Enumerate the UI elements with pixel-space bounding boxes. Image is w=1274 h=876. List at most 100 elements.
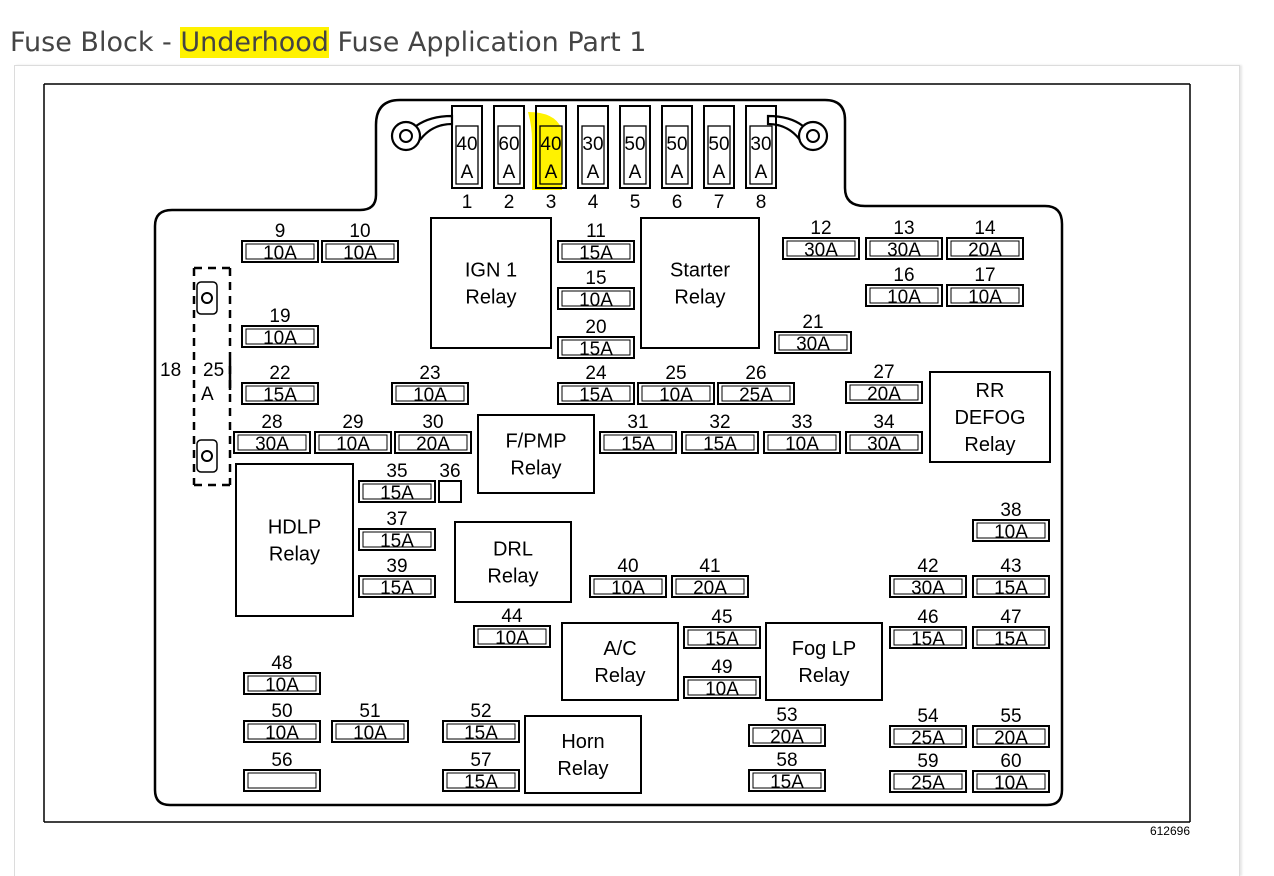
fuse-amp: 15A <box>770 772 804 793</box>
fuse-number: 44 <box>501 606 523 627</box>
fuse-inner <box>245 243 315 260</box>
fuse-outline <box>241 325 319 348</box>
fuse-outline <box>599 431 677 454</box>
fuse-amp: 40 <box>456 134 477 155</box>
relay-label: Relay <box>487 566 538 588</box>
fuse-outline <box>358 480 436 503</box>
fuse-outline <box>745 105 777 189</box>
fuse-amp: 20A <box>416 434 450 455</box>
fuse-inner <box>950 240 1020 257</box>
fuse-number: 53 <box>776 705 797 726</box>
fuse-amp: 30 <box>750 134 771 155</box>
fuse-amp: 15A <box>994 578 1028 599</box>
fuse-number: 34 <box>873 412 895 433</box>
fuse-number: 57 <box>470 750 491 771</box>
fuse-amp: 15A <box>911 629 945 650</box>
fuse-inner <box>395 385 465 402</box>
fuse-outline <box>451 105 483 189</box>
fuse-number: 56 <box>271 750 292 771</box>
fuse-outline <box>233 431 311 454</box>
fuse-outline <box>717 382 795 405</box>
fuse-number: 37 <box>386 509 407 530</box>
relay-outline <box>430 217 552 349</box>
fuse-unit: A <box>201 384 214 405</box>
fuse-number: 4 <box>588 192 599 213</box>
fuse-outline <box>845 431 923 454</box>
fuse-outline <box>619 105 651 189</box>
fuse-number: 11 <box>586 221 606 242</box>
fuse-inner <box>687 679 757 696</box>
diagram-frame <box>14 65 1240 876</box>
fuse-outline <box>442 769 520 792</box>
fuse-outline <box>946 284 1024 307</box>
fuse-number: 5 <box>630 192 641 213</box>
fuse-outline <box>748 724 826 747</box>
fuse-number: 6 <box>672 192 683 213</box>
fuse-number: 8 <box>756 192 767 213</box>
fuse-amp: 30A <box>911 578 945 599</box>
fuse-inner <box>398 434 468 451</box>
relay-label: A/C <box>603 638 636 660</box>
fuse-inner <box>318 434 388 451</box>
fuse-number: 31 <box>627 412 648 433</box>
fuse-number: 23 <box>419 363 440 384</box>
fuse-inner <box>893 629 963 646</box>
fuse-inner <box>561 339 631 356</box>
fuse-number: 42 <box>917 556 938 577</box>
fuse-inner <box>976 773 1046 790</box>
relay-label: Horn <box>561 731 604 753</box>
fuse-outline <box>637 382 715 405</box>
fuse-amp: 10A <box>659 385 693 406</box>
relay-outline <box>477 414 595 494</box>
fuse-number: 33 <box>791 412 812 433</box>
fuse-amp: 20A <box>693 578 727 599</box>
fuse-inner <box>561 243 631 260</box>
fuse-amp: 15A <box>464 772 498 793</box>
relay-label: Relay <box>964 434 1015 456</box>
relay-outline <box>929 371 1051 463</box>
relay-label: Relay <box>798 665 849 687</box>
fuse-unit: A <box>545 162 558 183</box>
fuse-number: 41 <box>699 556 720 577</box>
mini-fuse-56: 56 <box>243 750 321 792</box>
fuse-outline <box>683 676 761 699</box>
fuse-inner <box>325 243 395 260</box>
fuse-inner <box>581 125 605 185</box>
title-highlight: Underhood <box>180 27 329 58</box>
fuse-amp: 30A <box>255 434 289 455</box>
fuse-outline <box>748 769 826 792</box>
fuse-amp: 15A <box>380 483 414 504</box>
fuse-amp: 15A <box>464 723 498 744</box>
fuse-unit: A <box>629 162 642 183</box>
fuse-inner <box>247 675 317 692</box>
fuse-amp: 15A <box>579 243 613 264</box>
fuse-inner <box>446 772 516 789</box>
fuse-inner <box>869 240 939 257</box>
fuse-inner <box>849 434 919 451</box>
fuse-number: 48 <box>271 653 292 674</box>
fuse-inner <box>786 240 856 257</box>
fuse-amp: 10A <box>263 328 297 349</box>
relay-outline <box>524 715 642 794</box>
fuse-amp: 20A <box>968 240 1002 261</box>
fuse-number: 27 <box>873 362 894 383</box>
